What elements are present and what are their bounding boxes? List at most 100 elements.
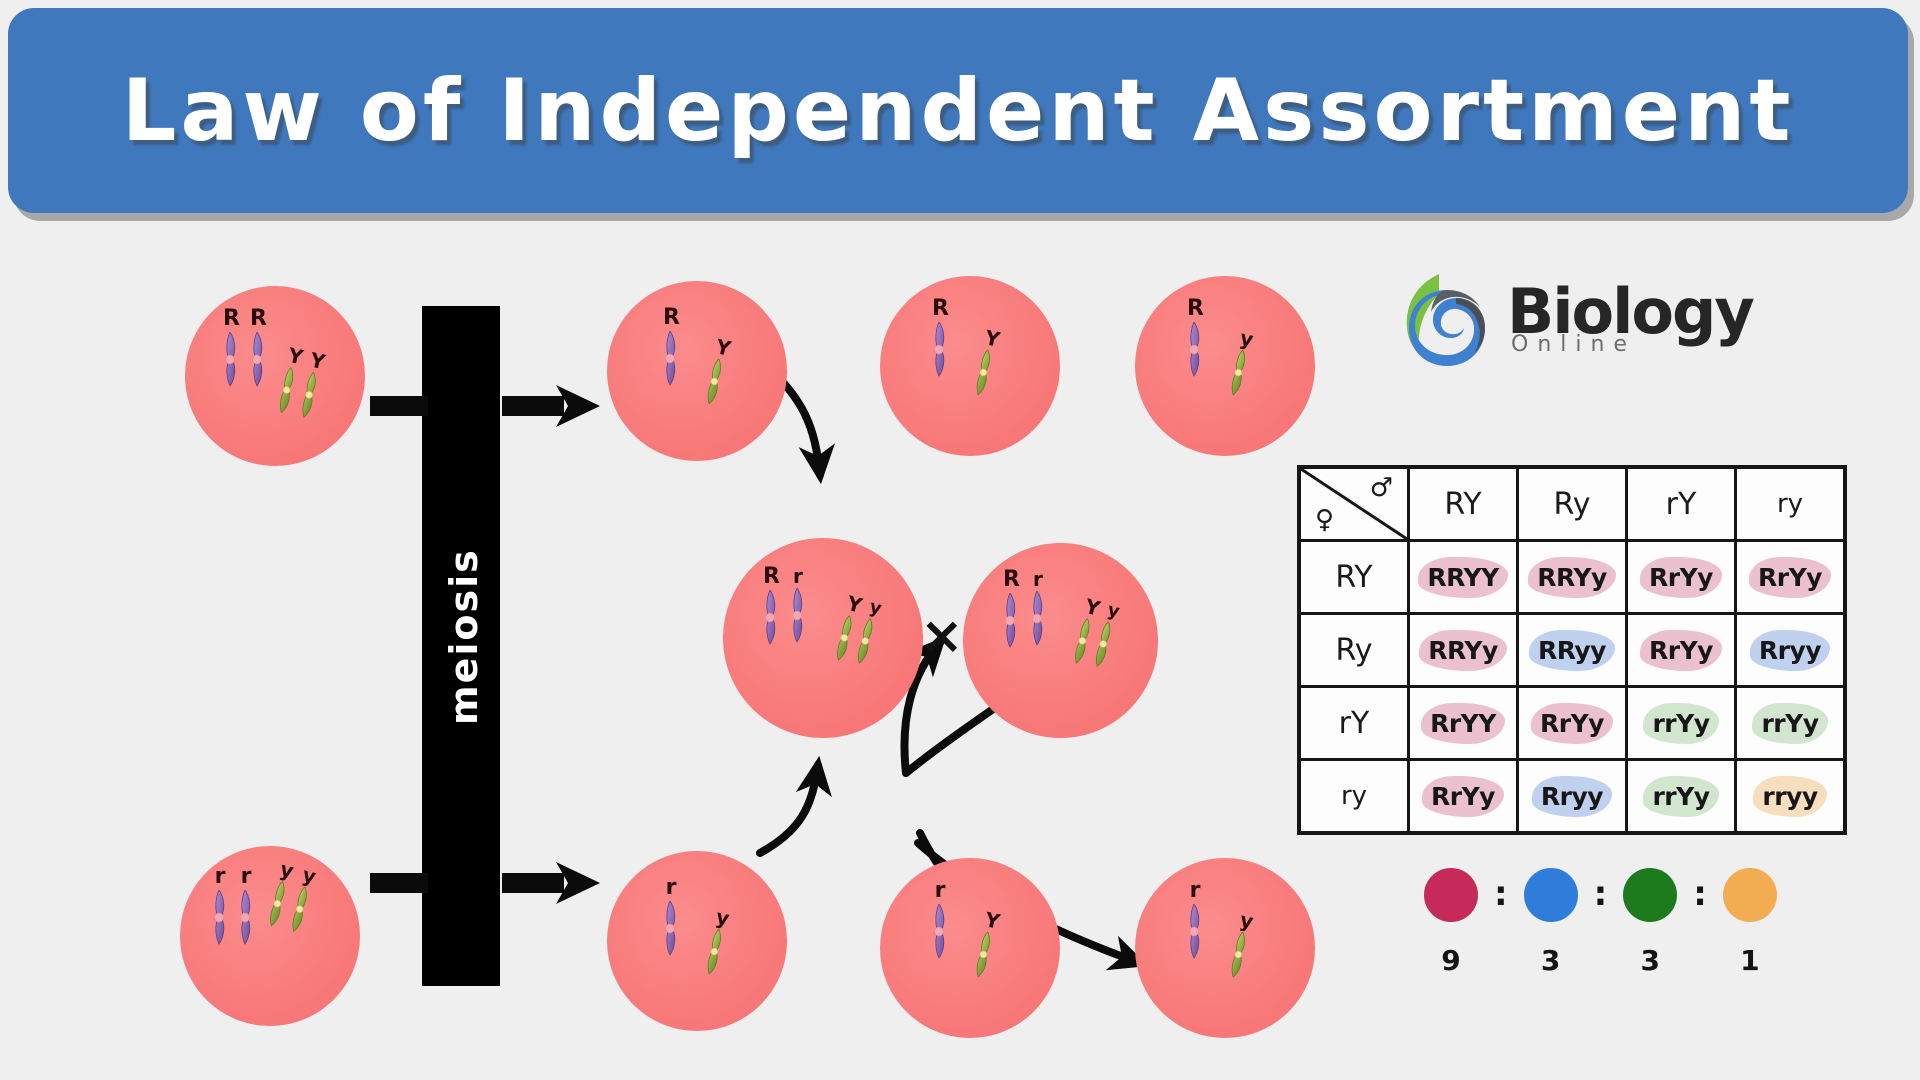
chromosome-y: y bbox=[704, 904, 732, 977]
chromosome-purple-icon bbox=[252, 332, 263, 387]
punnett-cell-1-0: RRYy bbox=[1407, 612, 1519, 688]
phenotype-ratio-legend: 9 : 3 : 3 : 1 bbox=[1424, 868, 1777, 977]
chromosome-purple-icon bbox=[665, 331, 676, 386]
chromosome-Y: Y bbox=[973, 325, 1002, 398]
chromosome-green-icon bbox=[1229, 349, 1248, 397]
chromosome-green-icon bbox=[974, 349, 994, 397]
chromosome-r: r bbox=[790, 566, 806, 646]
gamete-cell-Ry: R y bbox=[1135, 276, 1315, 456]
punnett-cell-1-3: Rryy bbox=[1734, 612, 1847, 688]
female-symbol-icon: ♀ bbox=[1315, 505, 1335, 535]
chromosome-green-icon bbox=[278, 366, 297, 414]
punnett-cell-2-0: RrYY bbox=[1407, 685, 1519, 761]
punnett-cell-3-3: rryy bbox=[1734, 758, 1847, 835]
chromosome-green-icon bbox=[300, 371, 319, 419]
punnett-cell-2-3: rrYy bbox=[1734, 685, 1847, 761]
punnett-col-header-3: ry bbox=[1734, 465, 1847, 542]
punnett-row-header-0: RY bbox=[1297, 539, 1410, 615]
ratio-item-1: 3 bbox=[1523, 868, 1578, 977]
chromosome-r: r bbox=[1187, 880, 1203, 960]
ratio-dot-green bbox=[1623, 868, 1678, 922]
arrow-f1-to-upper-right bbox=[900, 636, 947, 777]
punnett-row: RY RRYY RRYy RrYy RrYy bbox=[1297, 539, 1847, 615]
chromosome-R: R bbox=[763, 566, 780, 648]
punnett-cell-1-1: RRyy bbox=[1516, 612, 1628, 688]
chromosome-green-icon bbox=[1094, 620, 1114, 668]
punnett-cell-2-1: RrYy bbox=[1516, 685, 1628, 761]
chromosome-purple-icon bbox=[1005, 593, 1016, 648]
cross-symbol: × bbox=[920, 606, 964, 666]
punnett-col-header-2: rY bbox=[1625, 465, 1737, 542]
chromosome-green-icon bbox=[835, 614, 855, 662]
punnett-row: ry RrYy Rryy rrYy rryy bbox=[1297, 758, 1847, 835]
chromosome-R: R bbox=[932, 298, 949, 378]
punnett-row-header-1: Ry bbox=[1297, 612, 1410, 688]
meiosis-bar bbox=[422, 306, 500, 986]
chromosome-purple-icon bbox=[214, 890, 225, 945]
chromosome-y: y bbox=[1228, 907, 1256, 980]
chromosome-green-icon bbox=[289, 885, 310, 933]
punnett-cell-0-1: RRYy bbox=[1516, 539, 1628, 615]
chromosome-pair-R-2: R bbox=[250, 308, 267, 388]
chromosome-green-icon bbox=[705, 928, 724, 976]
parent-cell-recessive: r r y y bbox=[180, 846, 360, 1026]
logo-brand-text: Biology bbox=[1507, 275, 1755, 349]
chromosome-green-icon bbox=[856, 617, 876, 665]
chromosome-R: R bbox=[1187, 298, 1204, 378]
chromosome-pair-R-1: R bbox=[223, 308, 240, 388]
chromosome-pair-r-1: r bbox=[212, 866, 228, 946]
punnett-square: ♂ ♀ RY Ry rY ry RY RRYY RRYy RrYy RrYy R… bbox=[1297, 465, 1847, 835]
punnett-cell-3-1: Rryy bbox=[1516, 758, 1628, 835]
ratio-item-3: 1 bbox=[1722, 868, 1777, 977]
ratio-item-2: 3 bbox=[1623, 868, 1678, 977]
chromosome-purple-icon bbox=[240, 890, 251, 945]
punnett-row-header-2: rY bbox=[1297, 685, 1410, 761]
page-title: Law of Independent Assortment bbox=[121, 60, 1795, 161]
punnett-col-header-0: RY bbox=[1407, 465, 1519, 542]
gamete-cell-ry-b: r y bbox=[1135, 858, 1315, 1038]
chromosome-R: R bbox=[663, 307, 680, 387]
ratio-separator: : bbox=[1494, 874, 1508, 914]
chromosome-green-icon bbox=[267, 880, 288, 928]
chromosome-Y: Y bbox=[704, 334, 733, 407]
punnett-row-header-3: ry bbox=[1297, 758, 1410, 835]
logo-sub-text: Online bbox=[1511, 331, 1636, 357]
chromosome-purple-icon bbox=[792, 588, 803, 643]
punnett-row: Ry RRYy RRyy RrYy Rryy bbox=[1297, 612, 1847, 688]
punnett-cell-0-2: RrYy bbox=[1625, 539, 1737, 615]
ratio-dot-orange bbox=[1722, 868, 1777, 922]
ratio-separator: : bbox=[1693, 874, 1707, 914]
chromosome-r: r bbox=[932, 880, 948, 960]
chromosome-pair-Y-2: Y bbox=[298, 348, 327, 421]
chromosome-purple-icon bbox=[934, 322, 945, 377]
punnett-corner-cell: ♂ ♀ bbox=[1297, 465, 1410, 542]
chromosome-Y: Y bbox=[973, 907, 1002, 980]
punnett-col-header-1: Ry bbox=[1516, 465, 1628, 542]
chromosome-green-icon bbox=[974, 931, 994, 979]
chromosome-green-icon bbox=[705, 358, 725, 406]
chromosome-purple-icon bbox=[225, 332, 236, 387]
gamete-cell-ry-a: r y bbox=[607, 851, 787, 1031]
diagonal-divider-icon bbox=[1301, 469, 1407, 539]
meiosis-input-output-arrows bbox=[370, 385, 600, 904]
male-symbol-icon: ♂ bbox=[1369, 473, 1393, 503]
ratio-separator: : bbox=[1593, 874, 1608, 914]
chromosome-R: R bbox=[1003, 569, 1020, 651]
biology-online-logo[interactable]: Biology Online bbox=[1395, 268, 1755, 372]
punnett-cell-0-3: RrYy bbox=[1734, 539, 1847, 615]
chromosome-purple-icon bbox=[665, 901, 676, 956]
chromosome-purple-icon bbox=[934, 904, 945, 959]
punnett-cell-3-0: RrYy bbox=[1407, 758, 1519, 835]
punnett-header-row: ♂ ♀ RY Ry rY ry bbox=[1297, 465, 1847, 542]
ratio-dot-blue bbox=[1523, 868, 1578, 922]
ratio-dot-red bbox=[1424, 868, 1478, 922]
chromosome-pair-r-2: r bbox=[238, 866, 254, 946]
punnett-cell-0-0: RRYY bbox=[1407, 539, 1519, 615]
ratio-item-0: 9 bbox=[1424, 868, 1478, 977]
chromosome-green-icon bbox=[1073, 617, 1093, 665]
chromosome-green-icon bbox=[1229, 931, 1248, 979]
parent-cell-dominant: R R Y Y bbox=[185, 286, 365, 466]
gamete-cell-rY: r Y bbox=[880, 858, 1060, 1038]
chromosome-purple-icon bbox=[1189, 322, 1200, 377]
chromosome-r: r bbox=[1030, 569, 1046, 649]
